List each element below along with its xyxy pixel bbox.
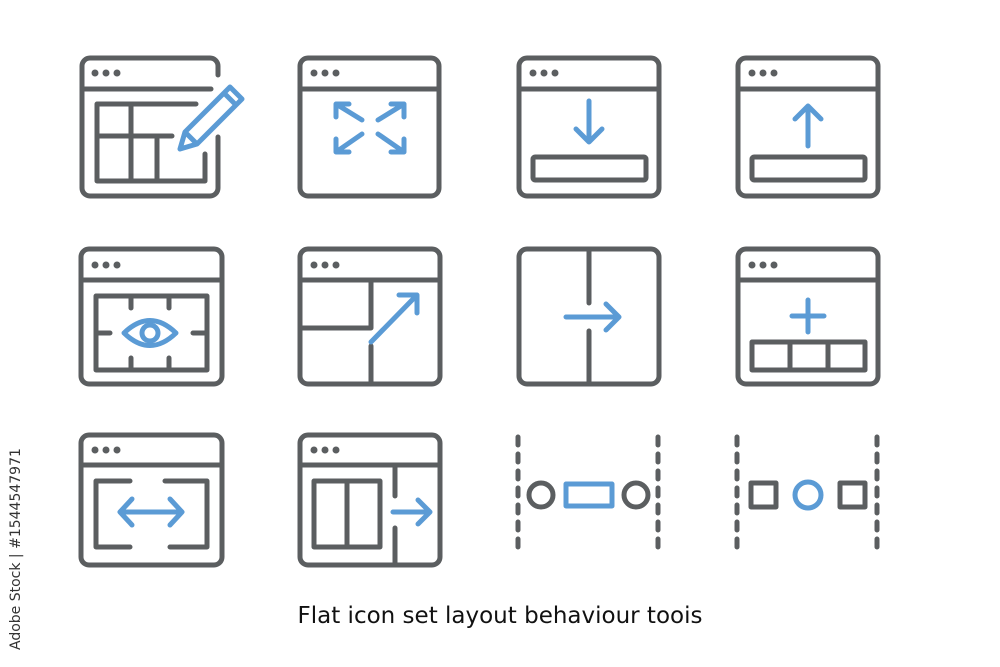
edit-layout-icon [79,55,245,199]
move-column-right-icon [297,432,443,568]
stock-credit: Adobe Stock | #1544547971 [8,448,24,650]
download-to-bar-icon [516,55,662,199]
split-move-right-icon [516,246,662,387]
spacing-center-rect-icon [515,434,661,558]
caption-title: Flat icon set layout behaviour toois [297,603,703,629]
resize-panel-diagonal-icon [297,246,443,387]
upload-from-bar-icon [735,55,881,199]
horizontal-resize-icon [78,432,225,568]
spacing-center-circle-icon [734,434,880,558]
view-grid-eye-icon [78,246,225,387]
add-row-icon [735,246,881,387]
fullscreen-expand-icon [297,55,442,199]
